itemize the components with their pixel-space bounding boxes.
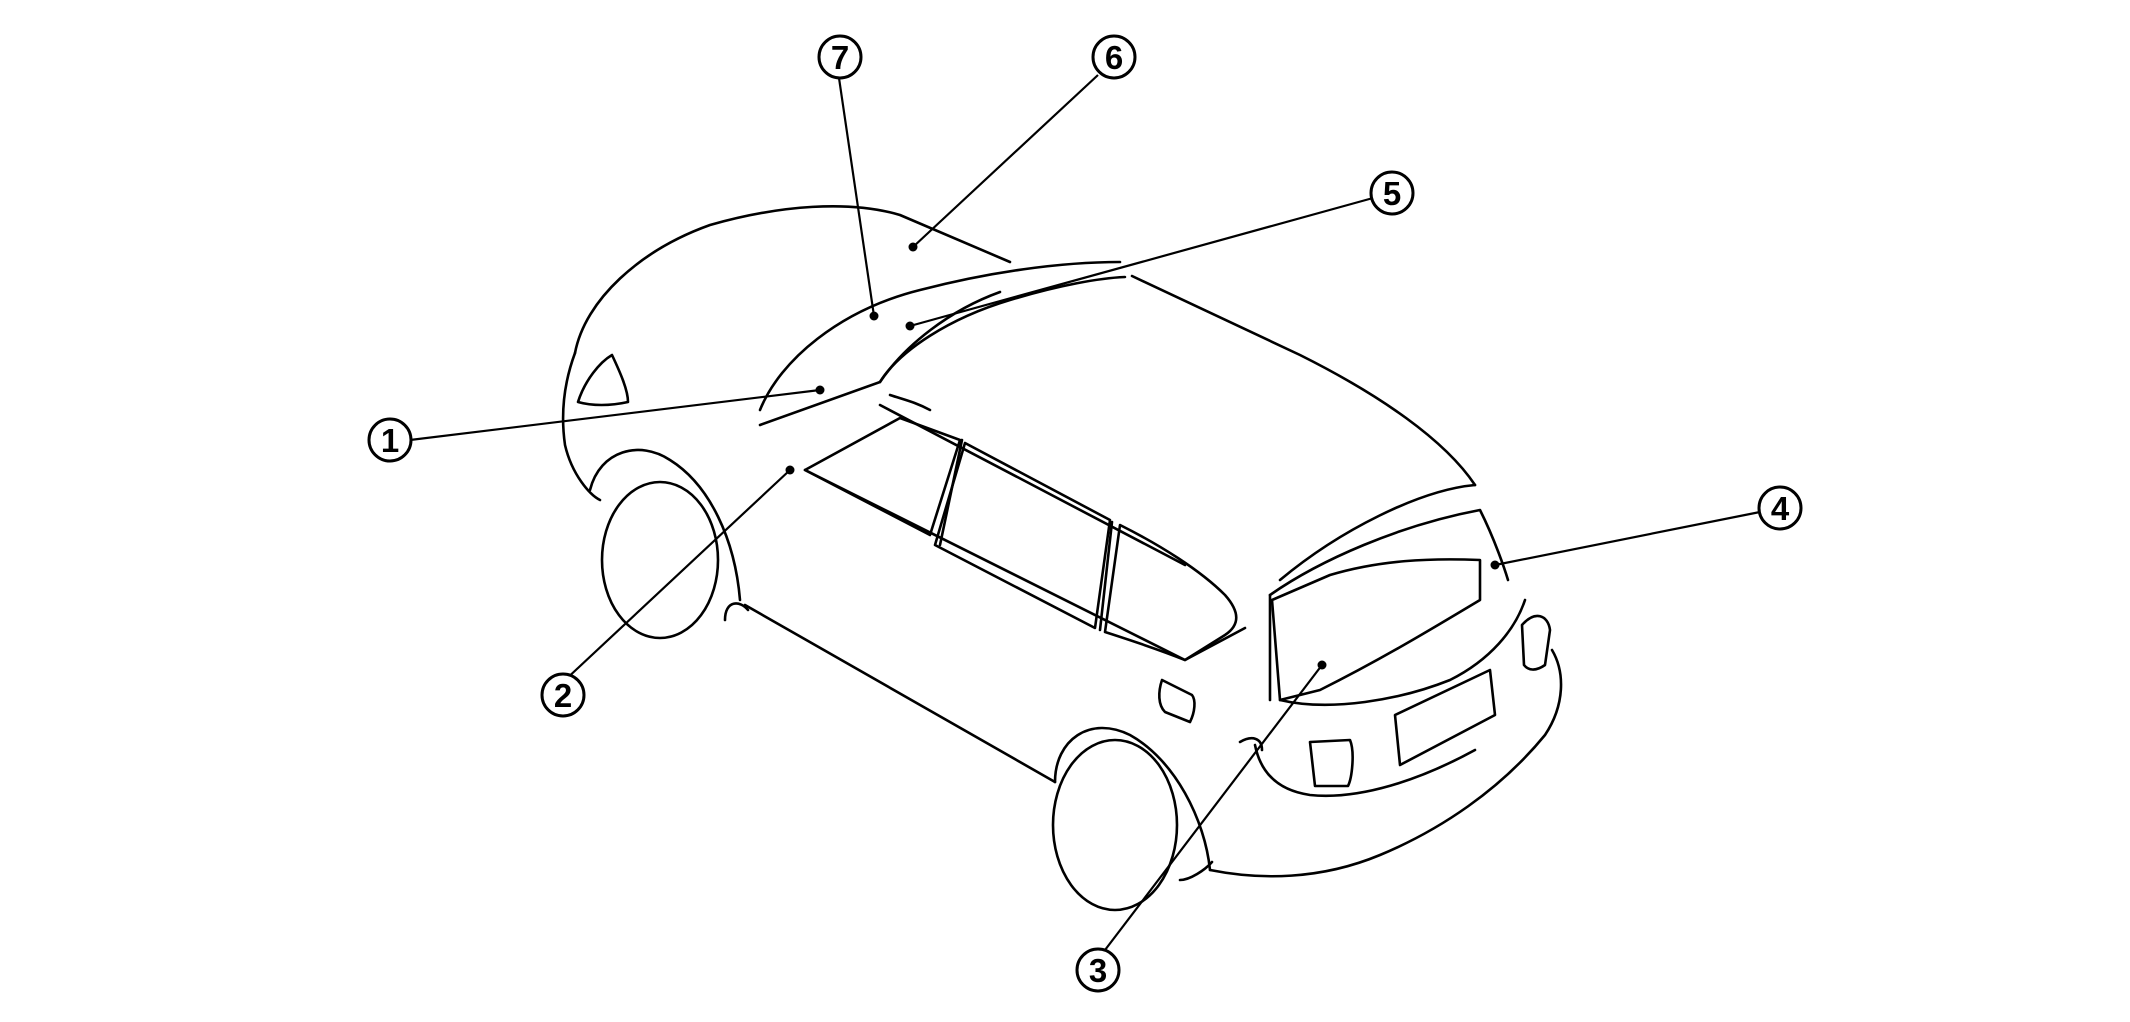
leader-6-dot — [908, 242, 918, 252]
leader-2 — [562, 469, 791, 683]
front-wheel — [600, 480, 720, 640]
leader-5-dot — [905, 321, 915, 331]
callout-3: 3 — [1075, 947, 1121, 993]
b-pillar — [938, 438, 964, 547]
callout-4-ring — [1757, 485, 1803, 531]
callout-5-number: 5 — [1383, 175, 1401, 212]
leader-3 — [1104, 664, 1323, 951]
roof-rear-edge — [1278, 483, 1477, 582]
rear-lamp-right — [1520, 614, 1552, 671]
rear-wheel — [1051, 738, 1179, 912]
callout-leaders — [409, 74, 1761, 951]
callout-5-ring — [1369, 170, 1415, 216]
tailgate-lower — [1278, 598, 1527, 707]
front-wheel-lower — [723, 602, 750, 622]
callout-2-number: 2 — [554, 677, 572, 714]
windscreen-top — [878, 275, 1127, 384]
callout-7-ring — [817, 34, 863, 80]
side-window-front — [803, 416, 962, 537]
leader-1 — [409, 388, 821, 442]
leader-4 — [1494, 510, 1761, 567]
callout-4-number: 4 — [1771, 490, 1790, 527]
vehicle-outline — [561, 205, 1563, 912]
side-body-beltline — [803, 468, 1247, 662]
rear-spoiler — [1268, 508, 1510, 597]
callout-5: 5 — [1369, 170, 1415, 216]
callout-3-ring — [1075, 947, 1121, 993]
rear-window — [1270, 558, 1482, 702]
callout-1-ring — [367, 417, 413, 463]
hood-crease — [758, 260, 1122, 412]
rear-bumper — [1208, 648, 1563, 878]
leader-4-dot — [1490, 560, 1500, 570]
callout-2: 2 — [540, 672, 586, 718]
leader-1-dot — [815, 385, 825, 395]
callout-1: 1 — [367, 417, 413, 463]
leader-2-dot — [785, 465, 795, 475]
roof-left-edge — [878, 403, 1187, 567]
leader-7 — [837, 77, 876, 317]
front-wheel-arch — [588, 448, 742, 602]
rear-wheel-arch — [1053, 726, 1212, 872]
leader-5 — [909, 196, 1374, 328]
hood-outline — [573, 205, 1012, 355]
license-plate — [1393, 668, 1497, 767]
rear-wheel-liner — [1178, 860, 1214, 882]
side-window-rear — [1103, 523, 1238, 662]
callout-7-number: 7 — [831, 39, 849, 76]
fuel-flap — [1158, 678, 1196, 724]
callout-6-ring — [1091, 34, 1137, 80]
leader-3-dot — [1317, 660, 1327, 670]
callout-4: 4 — [1757, 485, 1803, 531]
callout-6: 6 — [1091, 34, 1137, 80]
side-body-lower — [743, 603, 1057, 784]
roof-right-edge — [1130, 274, 1477, 487]
callout-2-ring — [540, 672, 586, 718]
front-bumper — [561, 351, 602, 502]
roof-front-line — [888, 393, 932, 412]
callout-3-number: 3 — [1089, 952, 1107, 989]
callout-6-number: 6 — [1105, 39, 1123, 76]
leader-7-dot — [869, 311, 879, 321]
callout-1-number: 1 — [381, 422, 399, 459]
headlamp — [576, 353, 630, 407]
leader-6 — [912, 74, 1099, 248]
rear-reflector — [1238, 736, 1264, 752]
c-pillar — [1098, 520, 1114, 632]
callout-7: 7 — [817, 34, 863, 80]
rear-lamp-left — [1308, 738, 1354, 788]
rear-bumper-lower — [1253, 743, 1477, 797]
side-window-mid — [933, 441, 1112, 630]
